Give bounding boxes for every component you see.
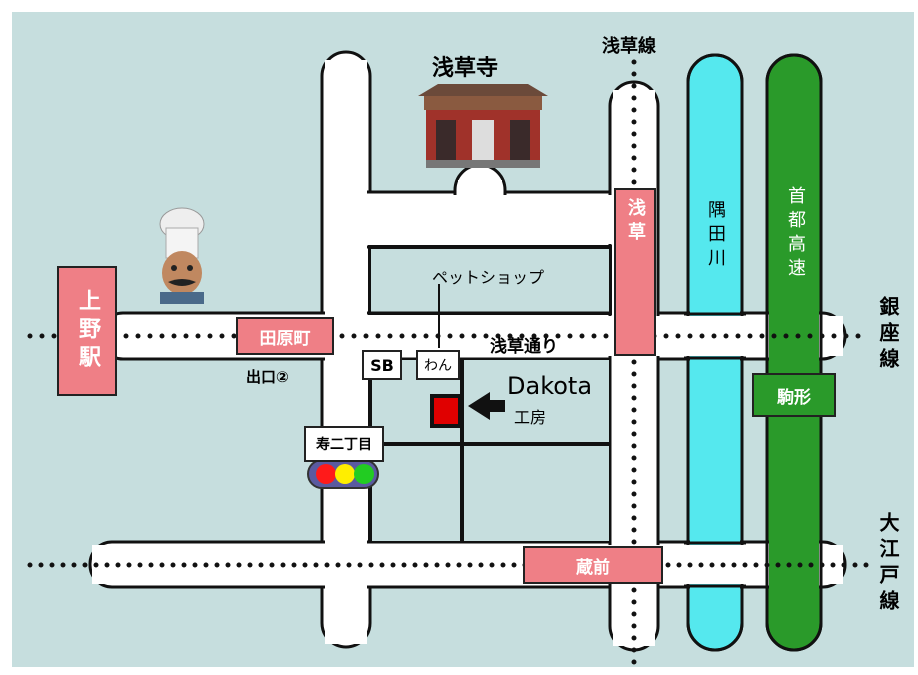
wan-box: わん	[416, 350, 460, 380]
sb-label: SB	[370, 355, 394, 375]
station-ueno-label: 上野駅	[75, 289, 100, 373]
wan-label: わん	[424, 358, 452, 374]
station-kuramae-label: 蔵前	[576, 557, 610, 578]
shop-sub: 工房	[514, 408, 547, 427]
kotobuki-box: 寿二丁目	[304, 426, 384, 462]
kotobuki-label: 寿二丁目	[316, 437, 372, 453]
station-tawaramachi-label: 田原町	[259, 328, 311, 349]
label-asakusa-line: 浅草線	[602, 36, 656, 57]
shop-marker	[430, 394, 462, 428]
shop-name: Dakota	[507, 372, 593, 400]
arrow-left-icon	[468, 392, 505, 420]
station-tawaramachi[interactable]: 田原町	[236, 317, 334, 355]
traffic-light-icon	[307, 459, 379, 489]
label-oedo-line: 大江戸線	[876, 512, 900, 616]
label-sumida-river: 隅田川	[705, 200, 726, 272]
station-asakusa-label: 浅草	[625, 198, 646, 246]
station-komagata-label: 駒形	[777, 387, 811, 408]
sb-box: SB	[362, 350, 402, 380]
label-shuto: 首都高速	[785, 186, 806, 282]
temple-icon	[418, 84, 548, 168]
label-asakusa-dori: 浅草通り	[490, 337, 558, 357]
label-ginza-line: 銀座線	[876, 296, 900, 374]
chef-icon	[159, 207, 205, 304]
label-deguchi: 出口②	[246, 368, 289, 386]
station-asakusa[interactable]: 浅草	[614, 188, 656, 356]
label-petshop: ペットショップ	[432, 268, 545, 287]
station-ueno[interactable]: 上野駅	[57, 266, 117, 396]
label-sensoji: 浅草寺	[432, 56, 499, 81]
station-komagata[interactable]: 駒形	[752, 373, 836, 417]
station-kuramae[interactable]: 蔵前	[523, 546, 663, 584]
petshop-pointer	[438, 284, 440, 348]
